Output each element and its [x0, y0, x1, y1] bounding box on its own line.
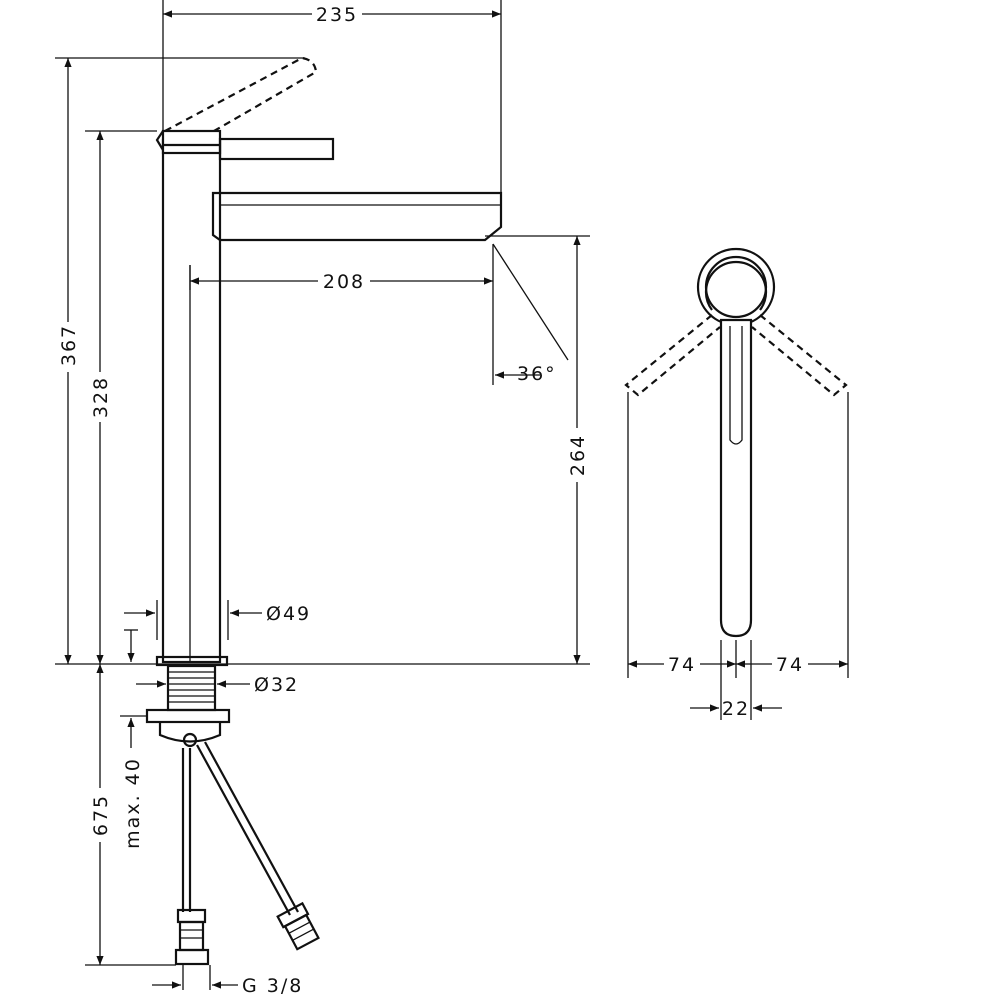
dim-lever-swing-left: 74	[668, 654, 696, 676]
top-view-dimensions: 74 74 22	[627, 392, 849, 720]
dim-connection: G 3/8	[242, 975, 303, 997]
thread-lines	[168, 671, 215, 703]
dim-lever-swing-right: 74	[776, 654, 804, 676]
dim-spout-reach: 208	[323, 271, 365, 293]
faucet-side-view	[145, 56, 503, 966]
dim-lever-width: 22	[722, 698, 750, 720]
dim-total-height: 367	[58, 324, 80, 366]
dim-spout-height: 264	[567, 434, 589, 476]
side-view-dimensions: 235 367 328 208 36° 264 Ø49 Ø32	[54, 0, 591, 997]
dim-total-width: 235	[316, 4, 358, 26]
faucet-top-view	[624, 247, 848, 638]
dim-hose-length: 675	[90, 794, 112, 836]
dim-spout-angle: 36°	[517, 363, 557, 385]
dim-counter-thickness: max. 40	[122, 757, 144, 849]
dim-body-diameter: Ø49	[266, 603, 311, 625]
dim-thread-diameter: Ø32	[254, 674, 299, 696]
dim-body-height: 328	[90, 376, 112, 418]
